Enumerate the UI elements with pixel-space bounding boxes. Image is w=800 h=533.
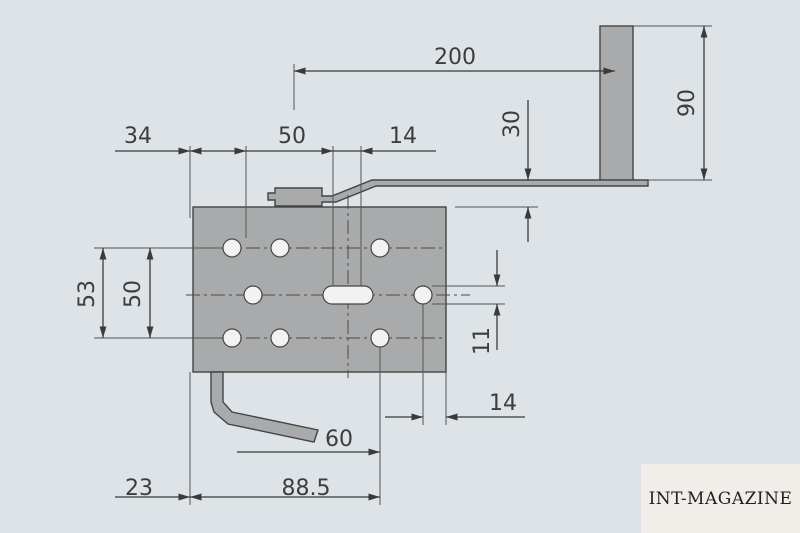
dim-11-label: 11 <box>470 327 495 355</box>
dimension-labels: 200 90 30 34 50 14 53 50 11 14 60 23 88.… <box>75 45 700 501</box>
dim-50-left-label: 50 <box>121 280 146 308</box>
slot-hole <box>322 285 374 305</box>
hole <box>222 328 242 348</box>
dim-53-label: 53 <box>75 280 100 308</box>
hole <box>370 328 390 348</box>
dimension-lines <box>94 25 712 505</box>
vertical-post <box>599 25 634 185</box>
dim-88-5-label: 88.5 <box>282 476 331 501</box>
dim-200-label: 200 <box>434 45 476 70</box>
hole <box>370 238 390 258</box>
dim-34-label: 34 <box>124 124 152 149</box>
dim-23-label: 23 <box>125 476 153 501</box>
bracket-part <box>192 25 649 443</box>
hole <box>270 238 290 258</box>
watermark-label: INT-MAGAZINE <box>641 464 800 533</box>
dim-90-label: 90 <box>675 89 700 117</box>
dim-30-label: 30 <box>500 110 525 138</box>
hole <box>222 238 242 258</box>
bent-rod <box>210 371 319 443</box>
horizontal-arm <box>267 179 649 207</box>
hole <box>270 328 290 348</box>
dim-50-top-label: 50 <box>278 124 306 149</box>
dim-14-top-label: 14 <box>389 124 417 149</box>
hole <box>413 285 433 305</box>
dim-60-label: 60 <box>325 427 353 452</box>
dim-14-right-label: 14 <box>489 391 517 416</box>
hole <box>243 285 263 305</box>
plate-holes <box>222 238 433 348</box>
